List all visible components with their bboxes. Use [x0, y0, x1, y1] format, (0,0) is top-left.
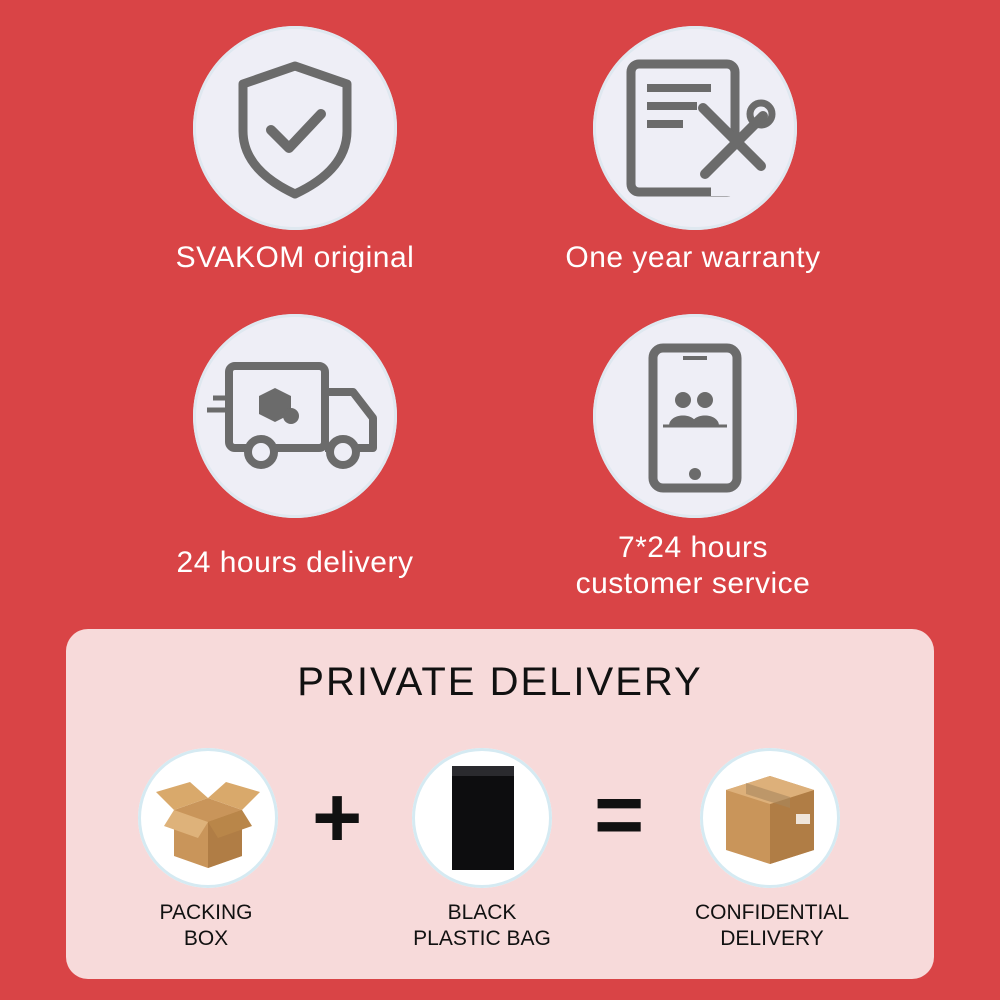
warranty-circle: [593, 26, 797, 230]
packing-box-label-line2: BOX: [183, 927, 229, 950]
sealed-box-circle: [700, 748, 840, 888]
document-tools-icon: [626, 59, 776, 197]
black-bag-label-line2: PLASTIC BAG: [413, 927, 551, 950]
confidential-delivery-label-line2: DELIVERY: [720, 927, 824, 950]
black-bag-label-line1: BLACK: [447, 901, 517, 924]
equals-sign: =: [594, 767, 645, 863]
shield-circle: [193, 26, 397, 230]
feature-label-service-line1: 7*24 hours: [617, 531, 769, 564]
confidential-delivery-label: CONFIDENTIAL DELIVERY: [662, 900, 882, 952]
delivery-truck-icon: [207, 362, 377, 469]
confidential-delivery-label-line1: CONFIDENTIAL: [694, 901, 849, 924]
packing-box-circle: [138, 748, 278, 888]
packing-box-label-line1: PACKING: [159, 901, 253, 924]
private-delivery-title: PRIVATE DELIVERY: [297, 660, 703, 704]
feature-label-original: SVAKOM original: [175, 241, 415, 274]
feature-label-service: 7*24 hours customer service: [493, 530, 893, 602]
black-bag-icon: [452, 766, 514, 870]
phone-support-icon: [648, 343, 742, 493]
sealed-box-icon: [726, 776, 814, 864]
service-circle: [593, 314, 797, 518]
black-bag-label: BLACK PLASTIC BAG: [372, 900, 592, 952]
feature-label-service-line2: customer service: [575, 567, 811, 600]
packing-box-label: PACKING BOX: [96, 900, 316, 952]
delivery-circle: [193, 314, 397, 518]
shield-check-icon: [238, 61, 352, 199]
open-box-icon: [156, 782, 260, 868]
feature-label-delivery: 24 hours delivery: [176, 546, 414, 579]
feature-label-warranty: One year warranty: [565, 241, 821, 274]
plus-sign: +: [312, 770, 363, 866]
black-bag-circle: [412, 748, 552, 888]
